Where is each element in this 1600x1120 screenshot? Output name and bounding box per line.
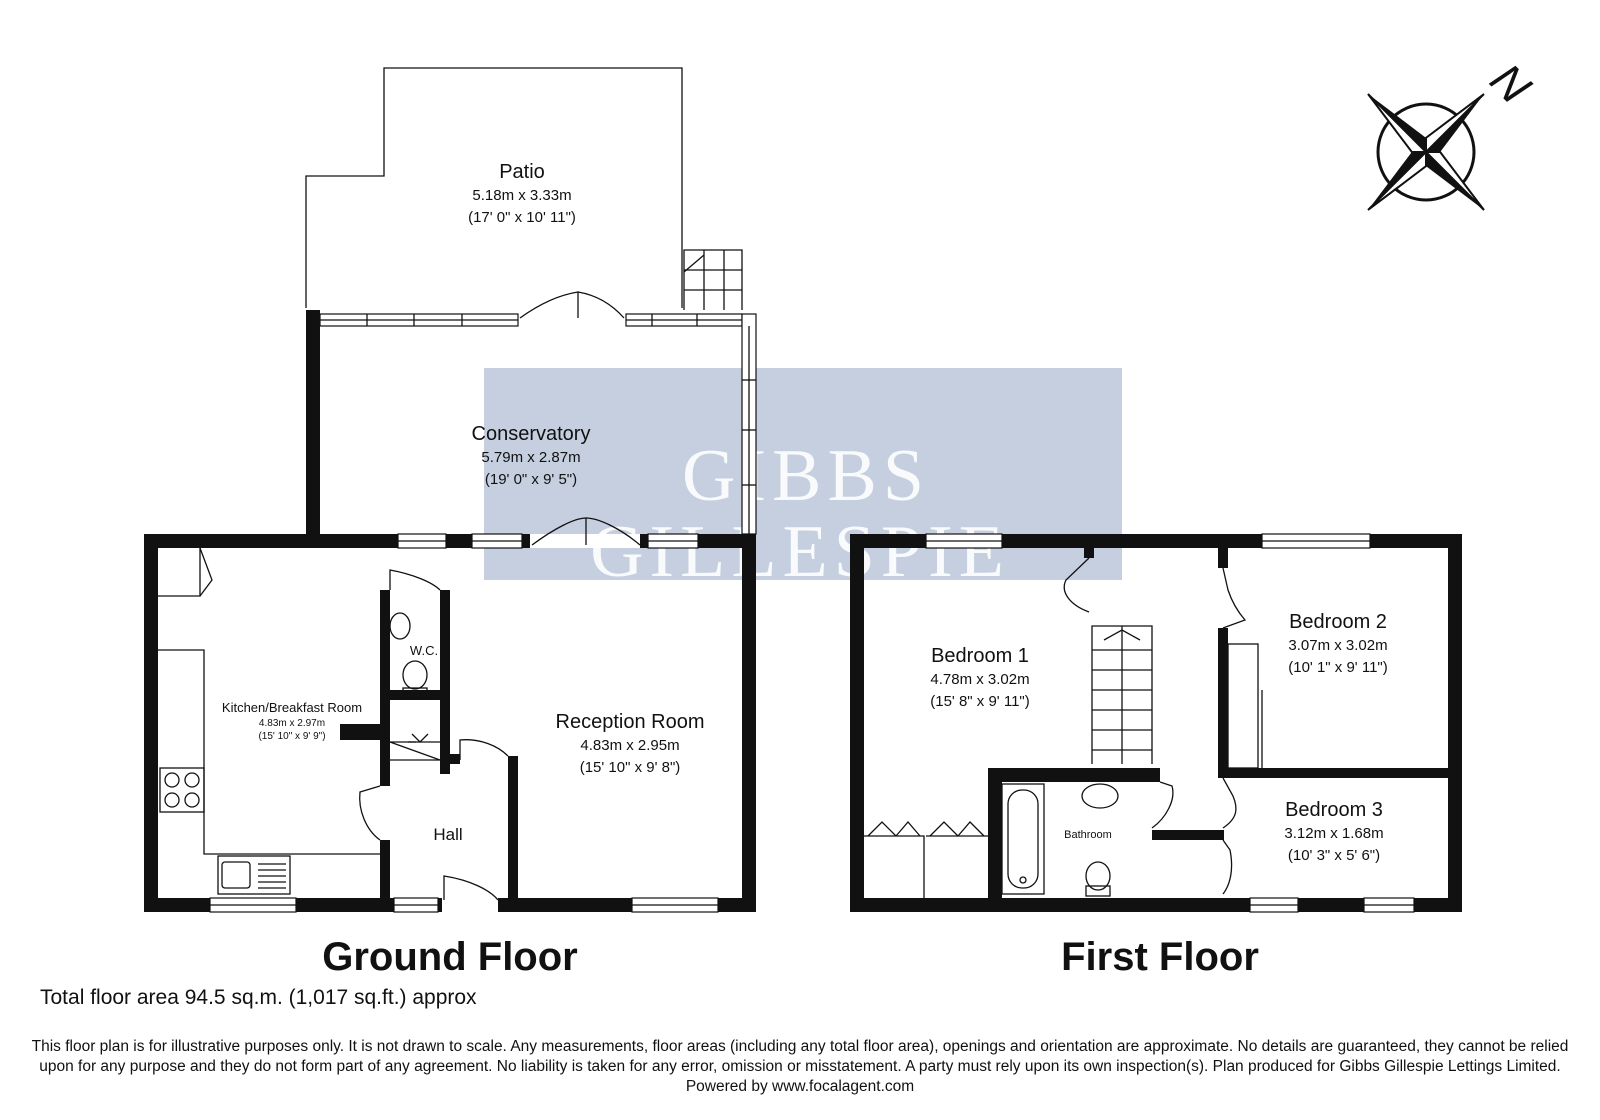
bedroom2-wardrobe xyxy=(1227,643,1263,769)
bedroom1-wardrobes xyxy=(864,821,988,898)
reception-metric: 4.83m x 2.95m xyxy=(580,737,679,754)
toilet-icon xyxy=(1085,861,1111,891)
wc-fittings xyxy=(389,569,441,699)
watermark-line1: GIBBS xyxy=(682,435,930,517)
bathroom-label: Bathroom xyxy=(1064,829,1112,841)
patio-label: Patio xyxy=(499,161,545,183)
hall-doors xyxy=(359,739,509,841)
bedroom3-imperial: (10' 3" x 5' 6") xyxy=(1288,847,1380,864)
bedroom2-label: Bedroom 2 xyxy=(1289,611,1387,633)
compass-north-label: N xyxy=(1481,53,1542,114)
patio-metric: 5.18m x 3.33m xyxy=(472,187,571,204)
ground-floor-labels: Patio 5.18m x 3.33m (17' 0" x 10' 11") C… xyxy=(222,161,705,844)
hall-label: Hall xyxy=(433,825,462,844)
wc-label: W.C. xyxy=(410,643,438,658)
conservatory-metric: 5.79m x 2.87m xyxy=(481,449,580,466)
first-floor-windows xyxy=(925,533,1415,913)
ground-floor-plan: Patio 5.18m x 3.33m (17' 0" x 10' 11") C… xyxy=(144,67,757,979)
reception-label: Reception Room xyxy=(556,711,705,733)
conservatory-glazing xyxy=(319,313,757,535)
bedroom1-imperial: (15' 8" x 9' 11") xyxy=(930,693,1029,710)
kitchen-metric: 4.83m x 2.97m xyxy=(259,718,325,729)
ground-floor-top-windows xyxy=(397,517,699,549)
bedroom3-metric: 3.12m x 1.68m xyxy=(1284,825,1383,842)
first-floor-internal-walls xyxy=(988,548,1448,898)
basin-icon xyxy=(389,612,411,640)
first-floor-doors xyxy=(1063,557,1247,895)
conservatory-label: Conservatory xyxy=(472,423,591,445)
bedroom2-metric: 3.07m x 3.02m xyxy=(1288,637,1387,654)
ground-floor-stairs xyxy=(389,733,441,761)
bath-icon xyxy=(1001,783,1045,895)
toilet-icon xyxy=(402,687,428,699)
ground-floor-internal-walls xyxy=(340,590,518,898)
bedroom2-imperial: (10' 1" x 9' 11") xyxy=(1288,659,1387,676)
kitchen-fittings xyxy=(158,547,380,895)
bedroom1-label: Bedroom 1 xyxy=(931,645,1029,667)
conservatory-left-wall xyxy=(306,310,320,536)
first-floor-title: First Floor xyxy=(1061,935,1259,979)
patio-french-doors xyxy=(519,291,625,319)
bathroom-fittings xyxy=(1001,783,1119,897)
patio-steps xyxy=(683,249,743,310)
kitchen-label: Kitchen/Breakfast Room xyxy=(222,700,362,715)
ground-floor-bottom-openings xyxy=(209,875,719,913)
first-floor-plan: Bedroom 1 4.78m x 3.02m (15' 8" x 9' 11"… xyxy=(850,533,1462,979)
sink-icon xyxy=(217,855,291,895)
reception-imperial: (15' 10" x 9' 8") xyxy=(580,759,681,776)
kitchen-imperial: (15' 10" x 9' 9") xyxy=(258,731,325,742)
hob-icon xyxy=(159,767,205,813)
basin-icon xyxy=(1081,783,1119,809)
conservatory-imperial: (19' 0" x 9' 5") xyxy=(485,471,577,488)
compass-rose-icon xyxy=(1367,93,1485,211)
watermark: GIBBS GILLESPIE xyxy=(484,368,1122,593)
bedroom3-label: Bedroom 3 xyxy=(1285,799,1383,821)
ground-floor-title: Ground Floor xyxy=(322,935,578,979)
total-floor-area: Total floor area 94.5 sq.m. (1,017 sq.ft… xyxy=(40,986,477,1009)
watermark-line2: GILLESPIE xyxy=(590,511,1010,593)
patio-outline xyxy=(305,67,683,308)
patio-imperial: (17' 0" x 10' 11") xyxy=(468,209,576,226)
disclaimer-text: This floor plan is for illustrative purp… xyxy=(31,1038,1569,1095)
bedroom1-metric: 4.78m x 3.02m xyxy=(930,671,1029,688)
first-floor-stairs xyxy=(1091,625,1153,764)
first-floor-labels: Bedroom 1 4.78m x 3.02m (15' 8" x 9' 11"… xyxy=(930,611,1387,864)
